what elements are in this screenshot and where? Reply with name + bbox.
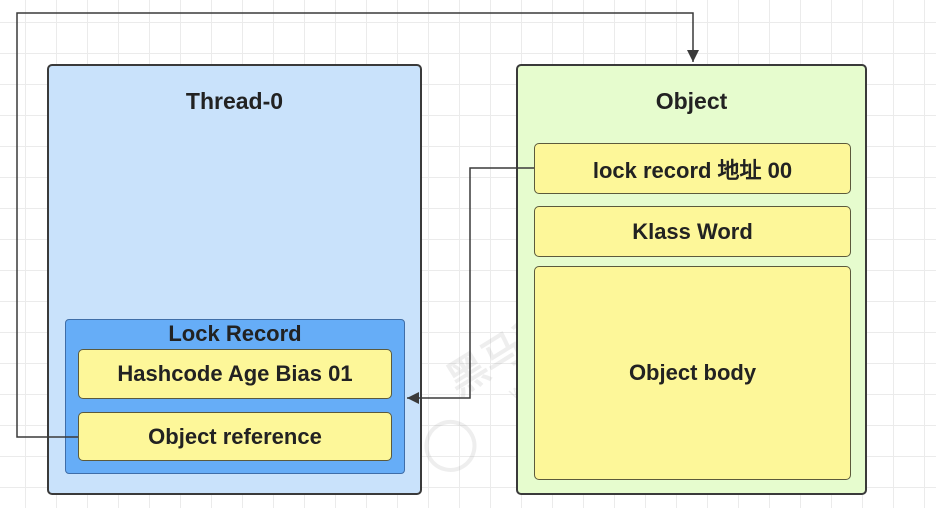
lock-record-address-field: lock record 地址 00 [534, 143, 851, 194]
object-title: Object [655, 88, 728, 114]
hashcode-age-bias-field: Hashcode Age Bias 01 [78, 349, 392, 399]
object-body-field: Object body [534, 266, 851, 480]
klass-word-field: Klass Word [534, 206, 851, 257]
lock-record-pointer-arrow [407, 167, 534, 404]
object-reference-field: Object reference [78, 412, 392, 461]
lock-record-title: Lock Record [168, 321, 302, 346]
thread-title: Thread-0 [185, 88, 284, 114]
